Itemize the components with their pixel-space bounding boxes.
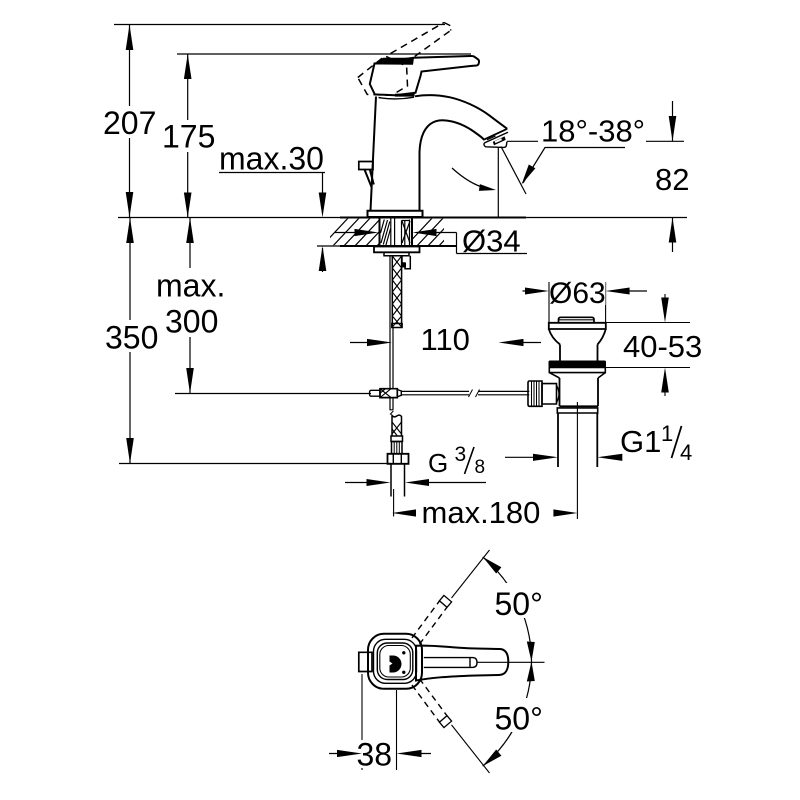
svg-text:175: 175 — [162, 119, 215, 155]
svg-text:50°: 50° — [495, 701, 543, 737]
svg-text:max.30: max.30 — [219, 141, 324, 177]
svg-text:G1: G1 — [620, 424, 661, 459]
svg-text:350: 350 — [105, 320, 158, 356]
svg-text:38: 38 — [357, 737, 393, 773]
svg-text:40-53: 40-53 — [623, 329, 702, 364]
svg-text:300: 300 — [165, 304, 218, 340]
svg-text:Ø63: Ø63 — [549, 277, 606, 310]
svg-text:110: 110 — [421, 322, 470, 357]
svg-text:207: 207 — [103, 105, 156, 141]
svg-text:4: 4 — [680, 440, 692, 465]
svg-text:8: 8 — [475, 457, 486, 478]
svg-text:1: 1 — [661, 421, 673, 446]
svg-text:max.: max. — [156, 268, 225, 304]
svg-text:82: 82 — [655, 162, 689, 197]
svg-text:50°: 50° — [495, 586, 543, 622]
svg-text:18°-38°: 18°-38° — [541, 114, 645, 149]
svg-text:max.180: max.180 — [422, 495, 541, 530]
svg-text:3: 3 — [455, 443, 467, 466]
svg-text:G: G — [428, 448, 448, 478]
svg-text:Ø34: Ø34 — [462, 224, 521, 259]
